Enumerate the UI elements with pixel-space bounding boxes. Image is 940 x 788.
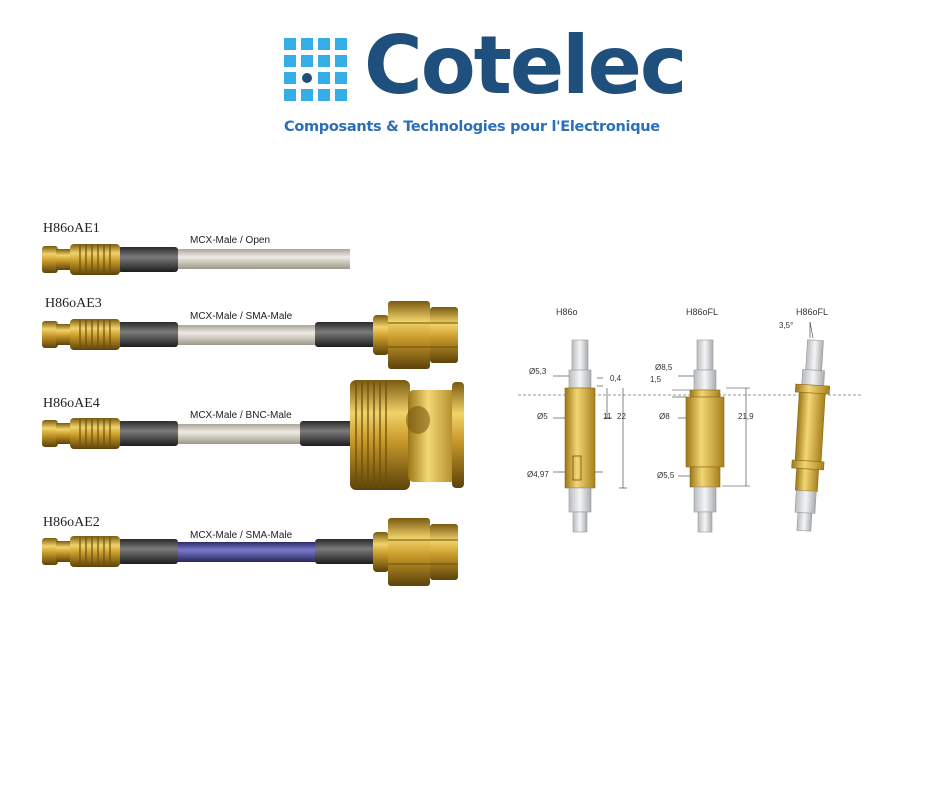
dim-d5: Ø5 (537, 412, 548, 421)
brand-wordmark: Cotelec (364, 19, 687, 112)
dim-d04: 0,4 (610, 374, 622, 383)
dim-d85: Ø8,5 (655, 363, 673, 372)
cable-ref-h86oae2: H86oAE2 (43, 515, 100, 530)
dim-d22: 22 (617, 412, 626, 421)
cable-mcx-bnc-image (42, 380, 464, 490)
cable-mcx-open-image (42, 244, 350, 275)
drawing-title-h86o: H86o (556, 307, 578, 317)
cable-ref-h86oae4: H86oAE4 (43, 396, 100, 411)
dim-a35: 3,5° (779, 321, 794, 330)
cable-label-3: MCX-Male / BNC-Male (190, 410, 292, 421)
dim-d53: Ø5,3 (529, 367, 547, 376)
drawing-h86ofl-angle (791, 321, 831, 532)
cable-ref-h86oae1: H86oAE1 (43, 221, 100, 236)
cotelec-logo: Cotelec Composants & Technologies pour l… (284, 26, 687, 138)
cable-label-4: MCX-Male / SMA-Male (190, 530, 293, 541)
dim-d55: Ø5,5 (657, 471, 675, 480)
drawing-title-h86ofl-angle: H86oFL (796, 307, 829, 317)
drawing-h86o (553, 339, 627, 533)
dim-d219: 21,9 (738, 412, 754, 421)
dim-d11: 11 (603, 412, 612, 421)
cable-label-2: MCX-Male / SMA-Male (190, 311, 293, 322)
dim-d497: Ø4,97 (527, 470, 549, 479)
cable-mcx-sma-image (42, 301, 458, 369)
cable-mcx-sma-blue-image (42, 518, 458, 586)
cable-label-1: MCX-Male / Open (190, 235, 271, 246)
drawing-title-h86ofl: H86oFL (686, 307, 719, 317)
brand-tagline: Composants & Technologies pour l'Electro… (284, 119, 660, 135)
dim-d15: 1,5 (650, 375, 662, 384)
grid-logo-icon (284, 38, 347, 101)
dim-d8: Ø8 (659, 412, 670, 421)
cable-ref-h86oae3: H86oAE3 (45, 296, 102, 311)
drawing-h86ofl (672, 339, 750, 533)
